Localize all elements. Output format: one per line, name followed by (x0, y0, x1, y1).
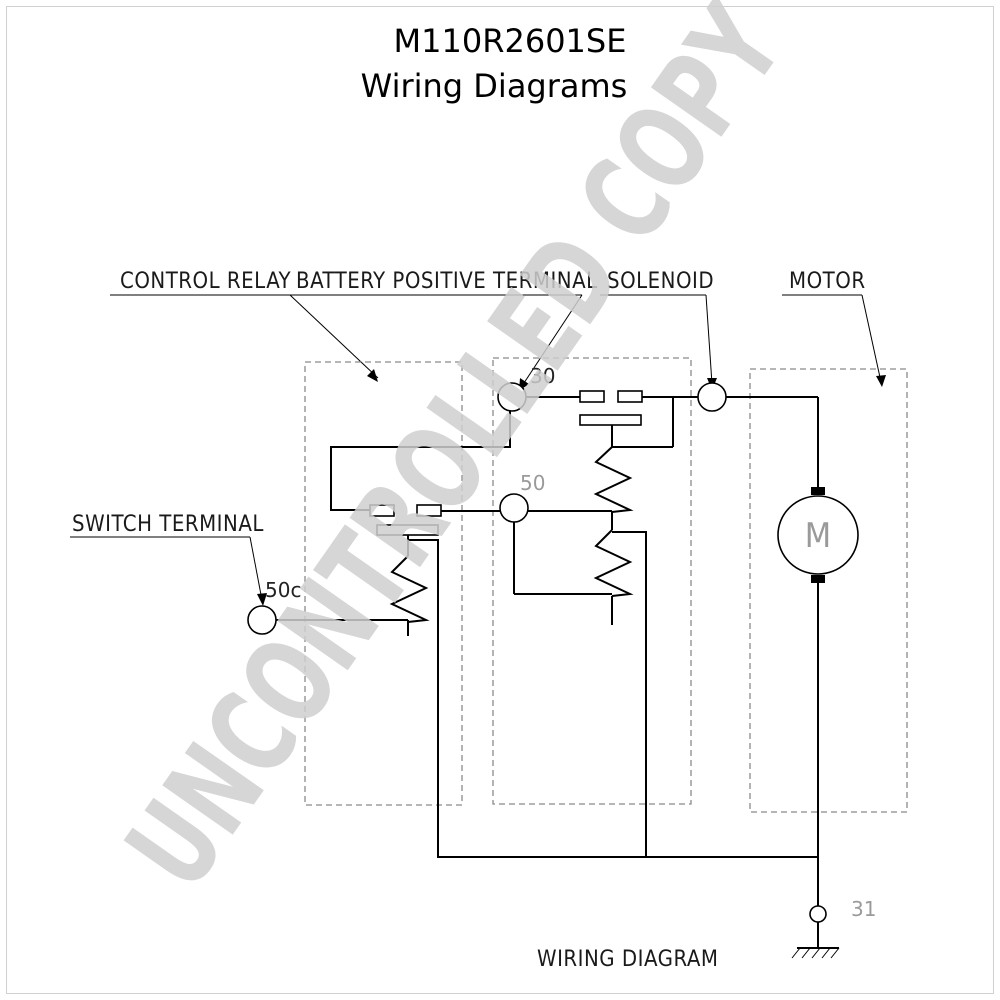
motor-brush-top (811, 487, 825, 495)
leader-motor (861, 294, 886, 387)
terminal-31 (809, 905, 827, 923)
motor-brush-bottom (811, 575, 825, 583)
footer-label: WIRING DIAGRAM (537, 947, 718, 972)
label-solenoid: SOLENOID (607, 269, 714, 294)
diagram-subtitle: Wiring Diagrams (361, 67, 628, 105)
leader-switch-terminal (249, 536, 267, 606)
solenoid-box (492, 357, 692, 805)
motor-symbol (777, 495, 859, 575)
solenoid-coil-upper (593, 446, 634, 513)
label-battery-positive-terminal: BATTERY POSITIVE TERMINAL (296, 269, 598, 294)
relay-fixed-contact-left (369, 504, 395, 517)
uncontrolled-copy-watermark: UNCONTROLLED COPY (100, 0, 810, 912)
label-switch-terminal: SWITCH TERMINAL (72, 512, 264, 537)
page-border (6, 6, 994, 994)
model-title: M110R2601SE (394, 22, 627, 60)
motor-box (749, 368, 908, 813)
relay-coil (389, 555, 430, 623)
terminal-50 (499, 493, 529, 523)
leader-solenoid (705, 294, 717, 390)
terminal-solenoid-output (697, 382, 727, 412)
terminal-50-label: 50 (520, 471, 545, 495)
ground-symbol (791, 947, 840, 959)
label-motor: MOTOR (789, 269, 866, 294)
terminal-31-label: 31 (851, 897, 876, 921)
solenoid-fixed-contact-right (617, 390, 643, 403)
terminal-30-label: 30 (530, 364, 555, 388)
terminal-50c-label: 50c (265, 578, 301, 602)
solenoid-moving-contact (579, 414, 642, 426)
solenoid-coil-lower (593, 529, 634, 597)
motor-letter: M (805, 516, 831, 556)
label-control-relay: CONTROL RELAY (120, 269, 292, 294)
solenoid-fixed-contact-left (579, 390, 605, 403)
leader-control-relay (289, 294, 379, 382)
